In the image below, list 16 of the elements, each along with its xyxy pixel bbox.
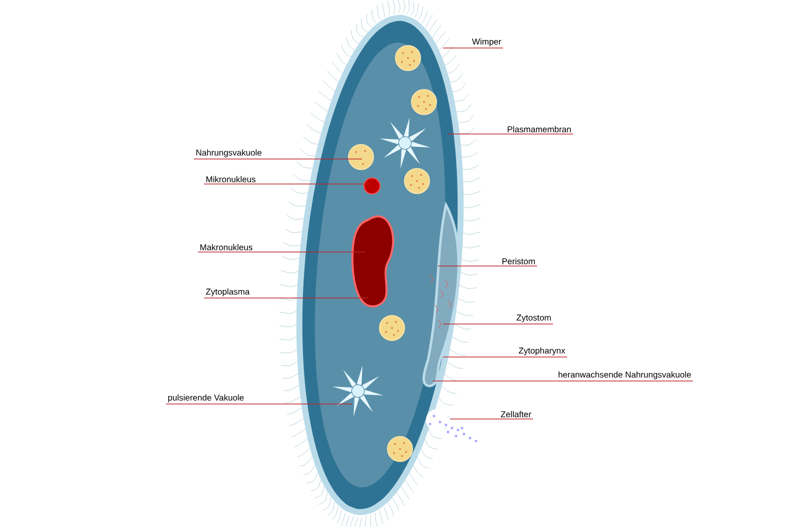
part-label: Makronukleus (200, 244, 252, 250)
part-label: Peristom (502, 258, 535, 264)
part-label: Zytoplasma (206, 288, 250, 296)
part-label: Nahrungsvakuole (196, 149, 262, 158)
part-label: Zytopharynx (518, 347, 566, 356)
part-label: Zellafter (500, 411, 532, 418)
leader-line (432, 380, 694, 382)
part-label: Wimper (472, 38, 502, 46)
part-label: Plasmamembran (508, 126, 571, 132)
part-label: pulsierende Vakuole (168, 394, 244, 402)
leader-line (442, 356, 568, 358)
part-label: Mikronukleus (206, 176, 256, 182)
part-label: Zytostom (516, 314, 551, 322)
leader-line (194, 158, 362, 160)
leader-line (450, 418, 534, 420)
part-label: heranwachsende Nahrungsvakuole (558, 371, 691, 380)
